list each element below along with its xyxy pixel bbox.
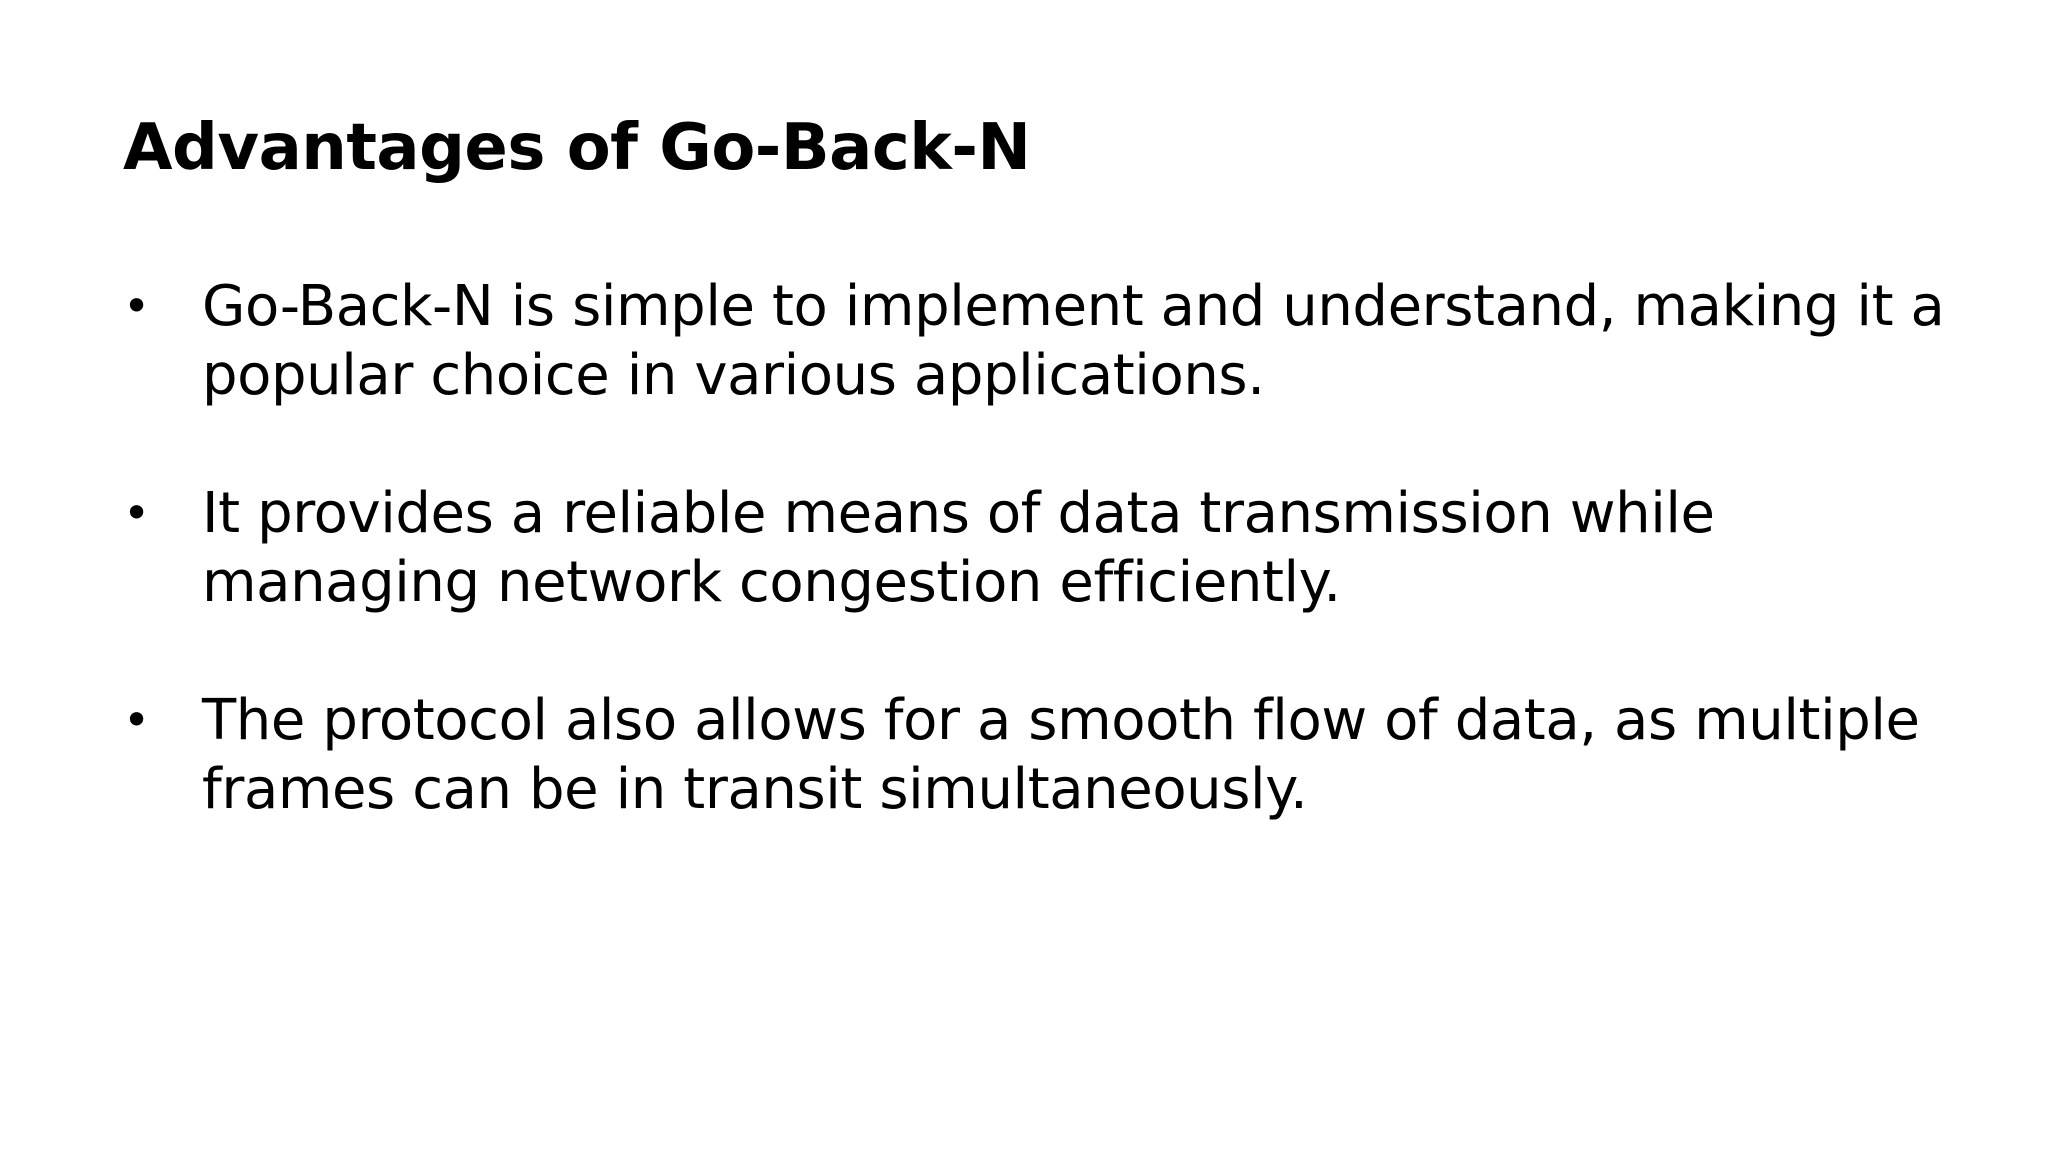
bullet-line: Go-Back-N is simple to implement and und… <box>202 274 1945 339</box>
bullet-marker: • <box>123 693 150 747</box>
bullet-item-1: • Go-Back-N is simple to implement and u… <box>123 272 2048 410</box>
bullet-marker: • <box>123 279 150 333</box>
slide-title: Advantages of Go-Back-N <box>123 111 1031 185</box>
bullet-marker: • <box>123 486 150 540</box>
bullet-item-2: • It provides a reliable means of data t… <box>123 479 2048 617</box>
bullet-line: frames can be in transit simultaneously. <box>202 757 1308 822</box>
bullet-line: popular choice in various applications. <box>202 343 1265 408</box>
bullet-line: It provides a reliable means of data tra… <box>202 481 1715 546</box>
bullet-item-3: • The protocol also allows for a smooth … <box>123 686 2048 824</box>
bullet-line: The protocol also allows for a smooth fl… <box>202 688 1920 753</box>
bullet-list: • Go-Back-N is simple to implement and u… <box>123 272 1945 893</box>
bullet-line: managing network congestion efficiently. <box>202 550 1341 615</box>
